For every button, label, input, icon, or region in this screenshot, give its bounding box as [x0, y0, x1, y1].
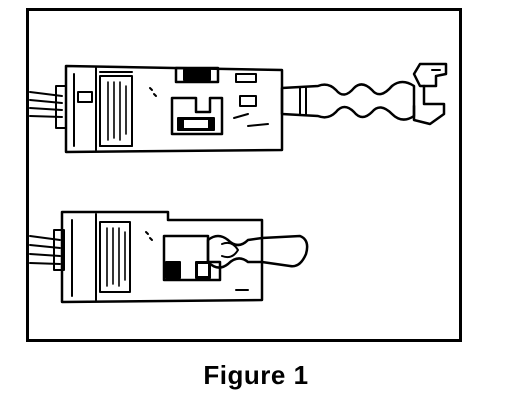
label-text-marks-bottom — [106, 227, 126, 287]
figure-caption: Figure 1 — [203, 360, 309, 390]
wires-bottom — [29, 235, 61, 265]
cable-sheath-top — [280, 80, 416, 121]
cable-sheath-bottom — [206, 234, 309, 269]
connector-bottom — [29, 210, 309, 304]
wires-top — [29, 91, 63, 118]
terminal-end-top — [412, 62, 448, 88]
housing-top — [64, 64, 284, 154]
latch-top — [170, 96, 224, 136]
label-plate-bottom — [99, 221, 131, 293]
connector-top — [29, 62, 448, 154]
latch-window-top — [174, 66, 220, 84]
label-plate-top — [99, 75, 133, 147]
latch-bottom — [162, 234, 222, 282]
housing-bottom — [60, 210, 264, 304]
wire-clip-bottom — [53, 229, 65, 271]
wire-clip-top — [55, 85, 67, 129]
label-text-marks-top — [107, 81, 127, 141]
figure-frame — [26, 8, 462, 342]
